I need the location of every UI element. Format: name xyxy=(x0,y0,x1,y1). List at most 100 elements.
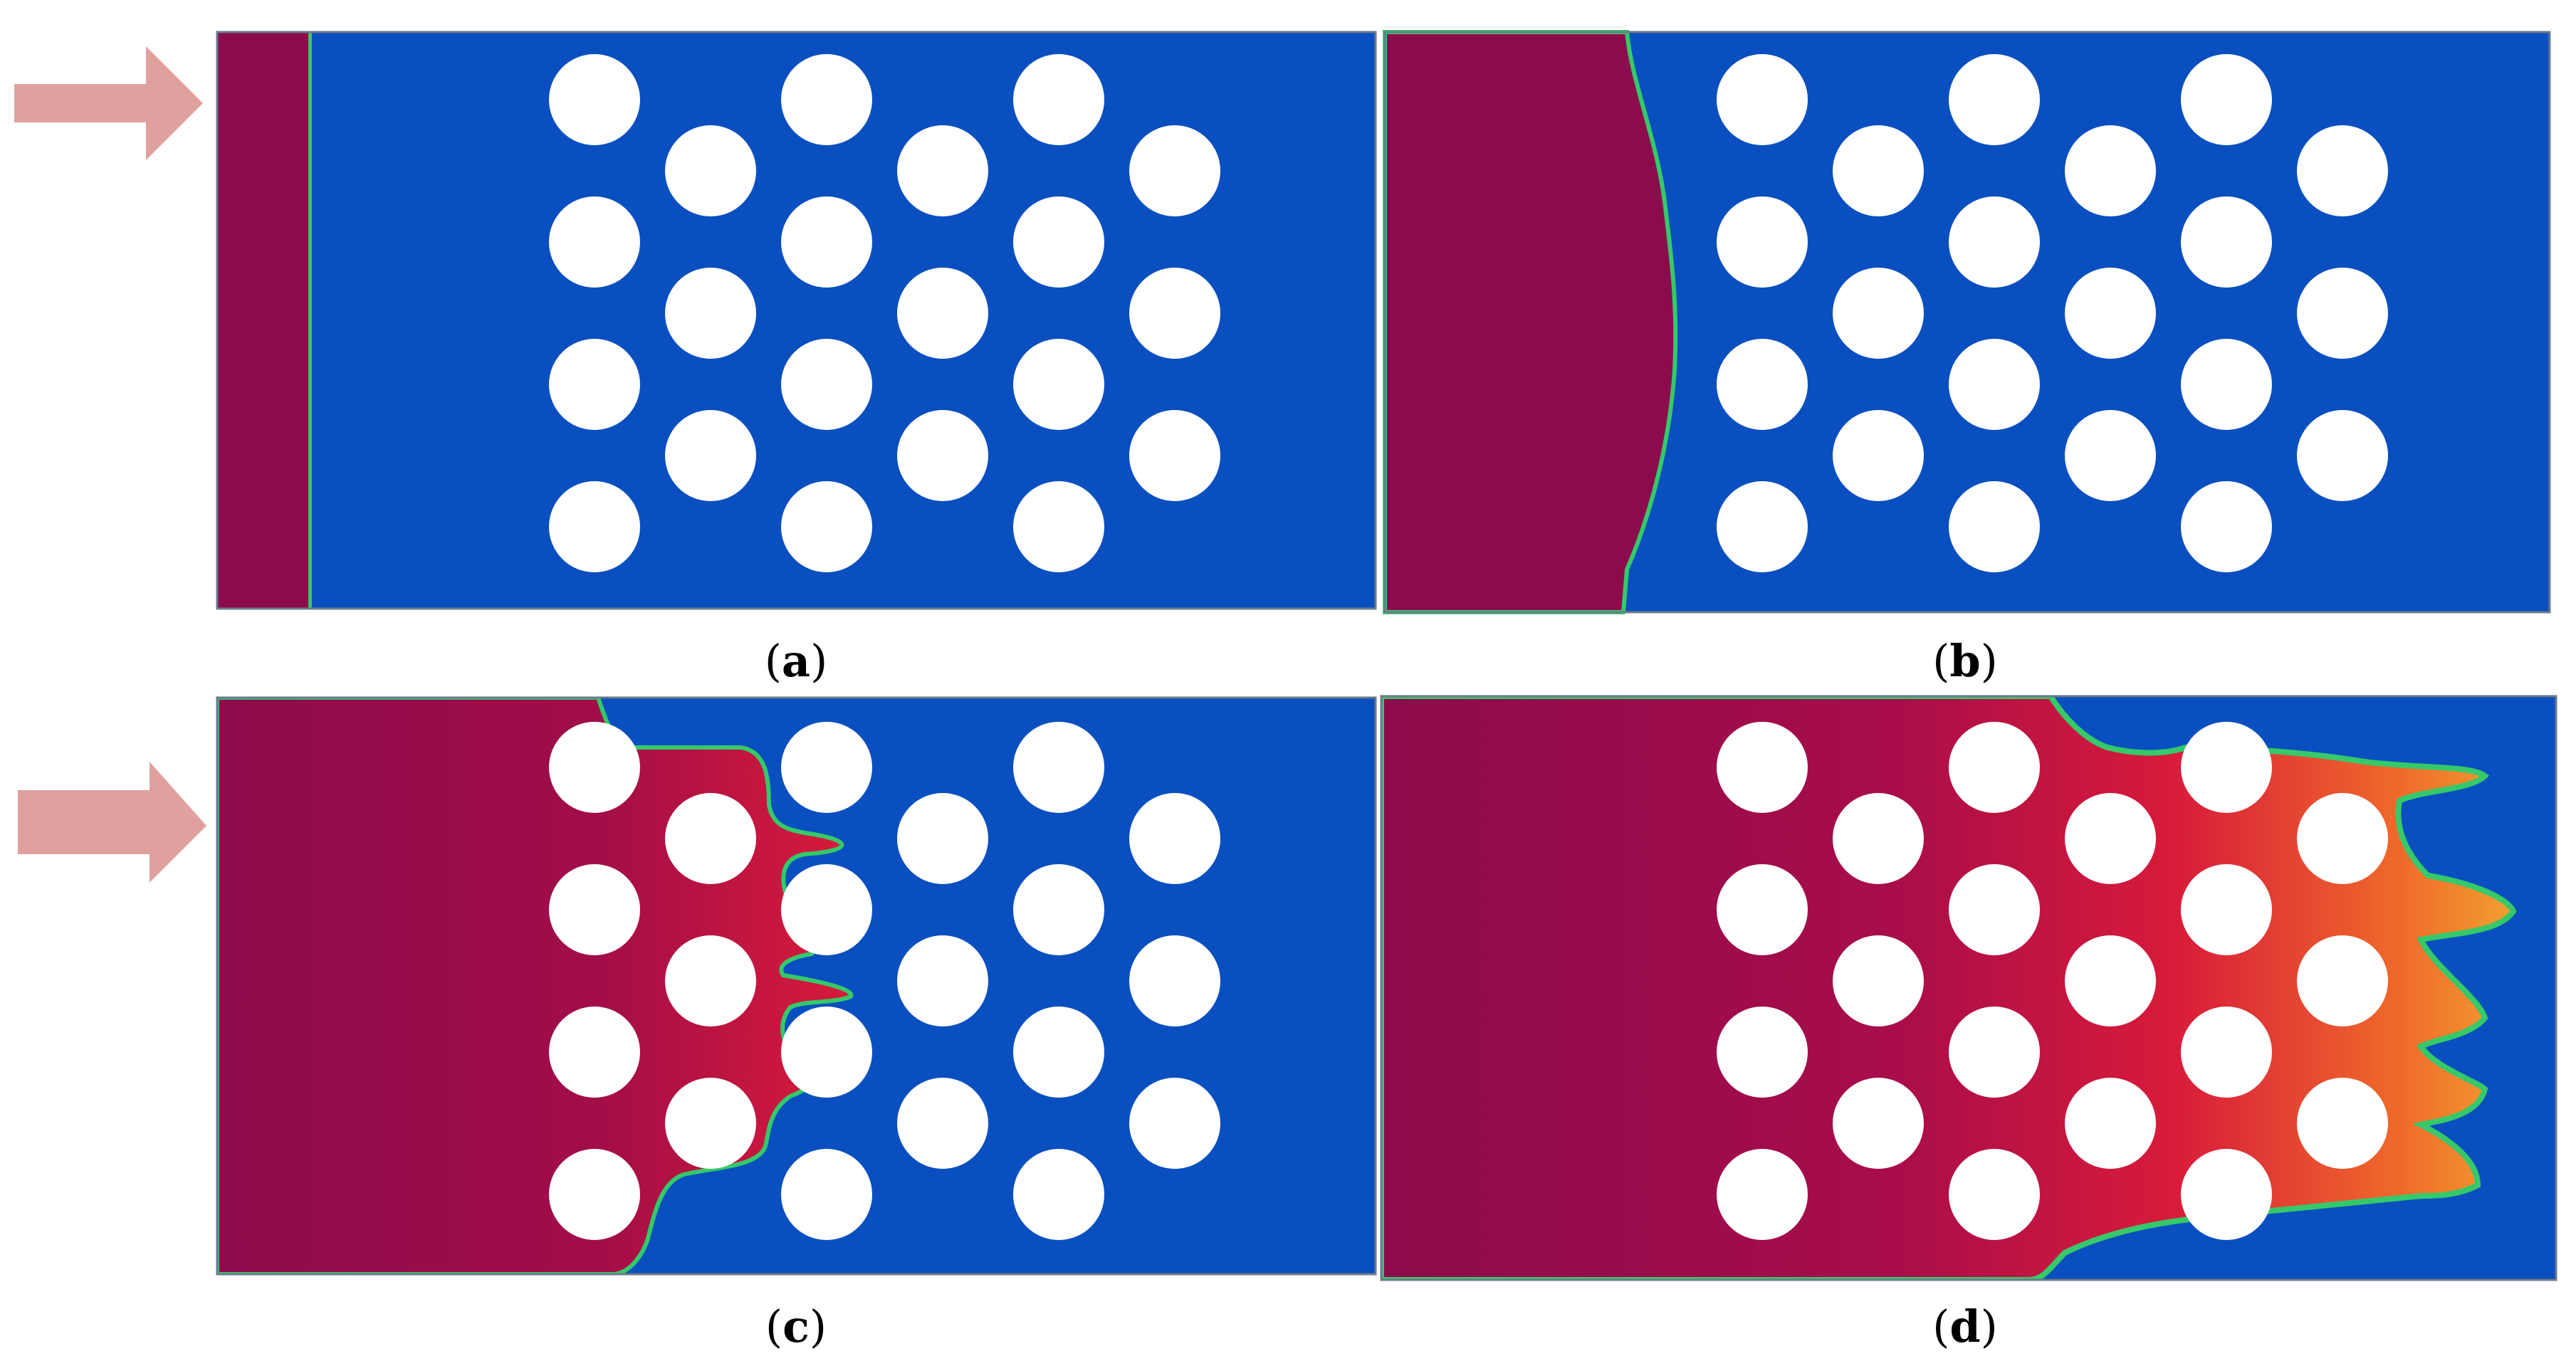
obstacle-circle xyxy=(2297,793,2388,884)
obstacle-circle xyxy=(549,1149,640,1240)
obstacle-circle xyxy=(549,54,640,145)
caption-a: (a) xyxy=(765,635,828,687)
obstacle-circle xyxy=(549,196,640,288)
obstacle-circle xyxy=(665,410,756,501)
obstacle-circle xyxy=(781,339,872,430)
obstacle-circle xyxy=(781,722,872,813)
obstacle-circle xyxy=(665,935,756,1026)
panel-a-border xyxy=(216,31,1377,610)
obstacle-circle xyxy=(1717,54,1808,145)
obstacle-circle xyxy=(1717,196,1808,288)
panel-a xyxy=(216,31,1377,610)
caption-b: (b) xyxy=(1932,635,1998,687)
obstacle-circle xyxy=(2181,339,2272,430)
obstacle-circle xyxy=(1949,339,2040,430)
obstacle-circle xyxy=(1013,54,1104,145)
obstacle-circle xyxy=(2065,410,2156,501)
obstacle-circle xyxy=(1717,481,1808,572)
obstacle-circle xyxy=(2181,196,2272,288)
obstacle-circle xyxy=(2181,1149,2272,1240)
obstacle-circle xyxy=(897,935,988,1026)
obstacle-circle xyxy=(897,1078,988,1169)
panel-d xyxy=(1380,695,2557,1281)
obstacle-circle xyxy=(549,722,640,813)
obstacle-circle xyxy=(1717,1007,1808,1098)
obstacle-circle xyxy=(1013,864,1104,955)
panel-a-interface-line xyxy=(308,32,312,609)
obstacle-circle xyxy=(2065,1078,2156,1169)
obstacle-circle xyxy=(1833,793,1924,884)
obstacle-circle xyxy=(1013,339,1104,430)
obstacle-circle xyxy=(2297,410,2388,501)
obstacle-circle xyxy=(2297,125,2388,216)
obstacle-circle xyxy=(1949,54,2040,145)
obstacle-circle xyxy=(1717,1149,1808,1240)
panel-d-injected-front xyxy=(1381,696,2517,1280)
obstacle-circle xyxy=(1833,125,1924,216)
obstacle-circle xyxy=(2065,793,2156,884)
obstacle-circle xyxy=(781,1149,872,1240)
obstacle-circle xyxy=(897,125,988,216)
panel-b xyxy=(1383,30,2551,614)
caption-c: (c) xyxy=(765,1301,827,1352)
obstacle-circle xyxy=(1717,864,1808,955)
obstacle-circle xyxy=(1949,196,2040,288)
obstacle-circle xyxy=(665,793,756,884)
obstacle-circle xyxy=(549,864,640,955)
obstacle-circle xyxy=(781,1007,872,1098)
obstacle-circle xyxy=(665,125,756,216)
panel-b-obstacles xyxy=(1717,54,2388,572)
obstacle-circle xyxy=(1129,125,1220,216)
obstacle-circle xyxy=(1129,793,1220,884)
right-arrow-icon xyxy=(14,46,203,160)
obstacle-circle xyxy=(549,481,640,572)
obstacle-circle xyxy=(1129,268,1220,359)
obstacle-circle xyxy=(1833,410,1924,501)
obstacle-circle xyxy=(2297,935,2388,1026)
panel-a-obstacles xyxy=(549,54,1220,572)
obstacle-circle xyxy=(1949,1149,2040,1240)
obstacle-circle xyxy=(1949,1007,2040,1098)
obstacle-circle xyxy=(2181,722,2272,813)
obstacle-circle xyxy=(1717,722,1808,813)
obstacle-circle xyxy=(1013,196,1104,288)
obstacle-circle xyxy=(1129,935,1220,1026)
obstacle-circle xyxy=(665,268,756,359)
obstacle-circle xyxy=(2181,1007,2272,1098)
obstacle-circle xyxy=(549,1007,640,1098)
obstacle-circle xyxy=(897,268,988,359)
obstacle-circle xyxy=(2297,268,2388,359)
obstacle-circle xyxy=(665,1078,756,1169)
obstacle-circle xyxy=(781,196,872,288)
obstacle-circle xyxy=(1013,1149,1104,1240)
obstacle-circle xyxy=(2297,1078,2388,1169)
obstacle-circle xyxy=(1949,722,2040,813)
obstacle-circle xyxy=(2181,864,2272,955)
obstacle-circle xyxy=(781,54,872,145)
obstacle-circle xyxy=(1949,481,2040,572)
panel-b-border xyxy=(1383,31,2551,614)
obstacle-circle xyxy=(1833,1078,1924,1169)
obstacle-circle xyxy=(781,481,872,572)
right-arrow-icon xyxy=(18,762,206,883)
obstacle-circle xyxy=(1013,481,1104,572)
panel-d-border xyxy=(1380,695,2557,1281)
obstacle-circle xyxy=(2181,481,2272,572)
panel-d-obstacles xyxy=(1717,722,2388,1240)
obstacle-circle xyxy=(1717,339,1808,430)
obstacle-circle xyxy=(2181,54,2272,145)
obstacle-circle xyxy=(897,410,988,501)
obstacle-circle xyxy=(897,793,988,884)
panel-b-injected-front xyxy=(1383,30,1678,614)
obstacle-circle xyxy=(1949,864,2040,955)
panel-c xyxy=(216,696,1377,1276)
panel-a-injected-phase xyxy=(217,32,310,609)
obstacle-circle xyxy=(2065,935,2156,1026)
panel-c-obstacles xyxy=(549,722,1220,1240)
obstacle-circle xyxy=(781,864,872,955)
obstacle-circle xyxy=(1013,722,1104,813)
obstacle-circle xyxy=(1833,268,1924,359)
obstacle-circle xyxy=(1129,1078,1220,1169)
panel-c-border xyxy=(216,696,1377,1276)
